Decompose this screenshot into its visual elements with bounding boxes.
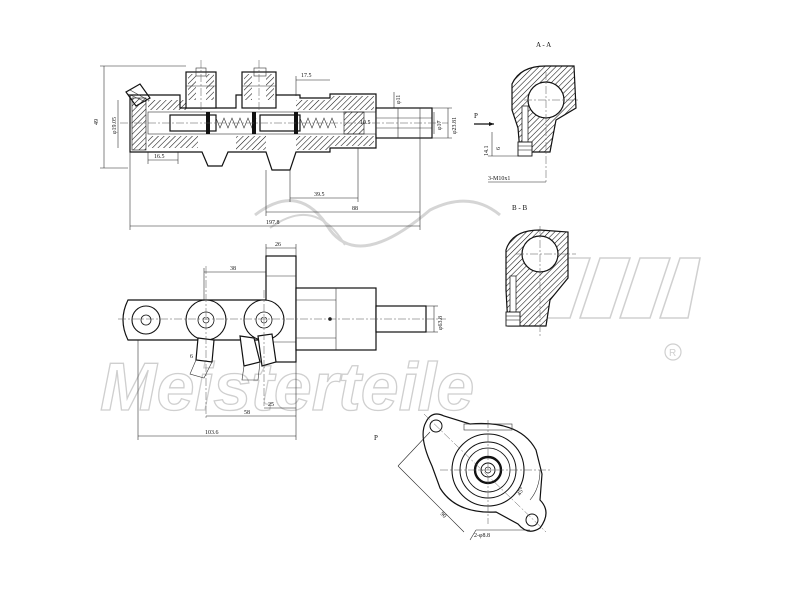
mount-hole-1 (429, 419, 443, 433)
dim-90: 90 (439, 511, 447, 519)
dim-19-05: φ19.05 (112, 117, 118, 134)
plan-view: 26 38 φ63.8 25 58 103.6 6 (118, 242, 446, 440)
dim-197-8: 197.8 (266, 220, 280, 226)
dim-aa-14-1: 14.1 (484, 146, 490, 157)
dim-39-5: 39.5 (314, 192, 325, 198)
dim-25: 25 (268, 402, 274, 408)
left-fitting (125, 83, 151, 107)
dim-58: 58 (244, 410, 250, 416)
section-b-b: B - B (505, 204, 576, 336)
plan-dimensions: 26 38 φ63.8 25 58 103.6 6 (137, 242, 444, 440)
dim-11: φ11 (396, 95, 402, 104)
mount-hole-2 (525, 513, 539, 527)
top-dimensions: 49 φ19.05 17.5 16.5 39.5 88 (94, 65, 458, 230)
watermark-stripes (538, 257, 701, 319)
dim-10-5: 10.5 (360, 120, 371, 126)
front-p-label: P (374, 434, 378, 442)
angle-45: 45° (516, 486, 527, 497)
aa-p-label: P (474, 112, 478, 120)
dim-26: 26 (275, 242, 281, 248)
dim-17-5: 17.5 (301, 73, 312, 79)
registered-mark: R (664, 343, 682, 361)
svg-text:R: R (669, 348, 676, 359)
section-bb-label: B - B (512, 204, 528, 212)
dim-88: 88 (352, 206, 358, 212)
angled-fitting-2 (239, 333, 277, 381)
angled-fitting-1 (189, 337, 215, 379)
dim-38: 38 (230, 266, 236, 272)
top-section-view: 49 φ19.05 17.5 16.5 39.5 88 (94, 60, 458, 230)
front-view: P 90 2-φ8.8 45° (374, 413, 550, 541)
boss-left (131, 305, 161, 335)
section-a-a: A - A P 14.1 6 3-M10x1 (474, 41, 580, 183)
thread-label: 3-M10x1 (488, 176, 510, 182)
primary-spring (215, 117, 257, 129)
section-aa-label: A - A (536, 41, 551, 49)
dim-23-81: φ23.81 (452, 117, 458, 134)
holes-label: 2-φ8.8 (474, 533, 490, 539)
dim-mid-6: 6 (190, 354, 193, 360)
dim-17: φ17 (437, 121, 443, 130)
dim-49: 49 (94, 119, 100, 125)
dim-63-8: φ63.8 (438, 316, 444, 330)
dim-aa-6: 6 (496, 147, 502, 150)
dim-16-5: 16.5 (154, 154, 165, 160)
dim-103-6: 103.6 (205, 430, 219, 436)
